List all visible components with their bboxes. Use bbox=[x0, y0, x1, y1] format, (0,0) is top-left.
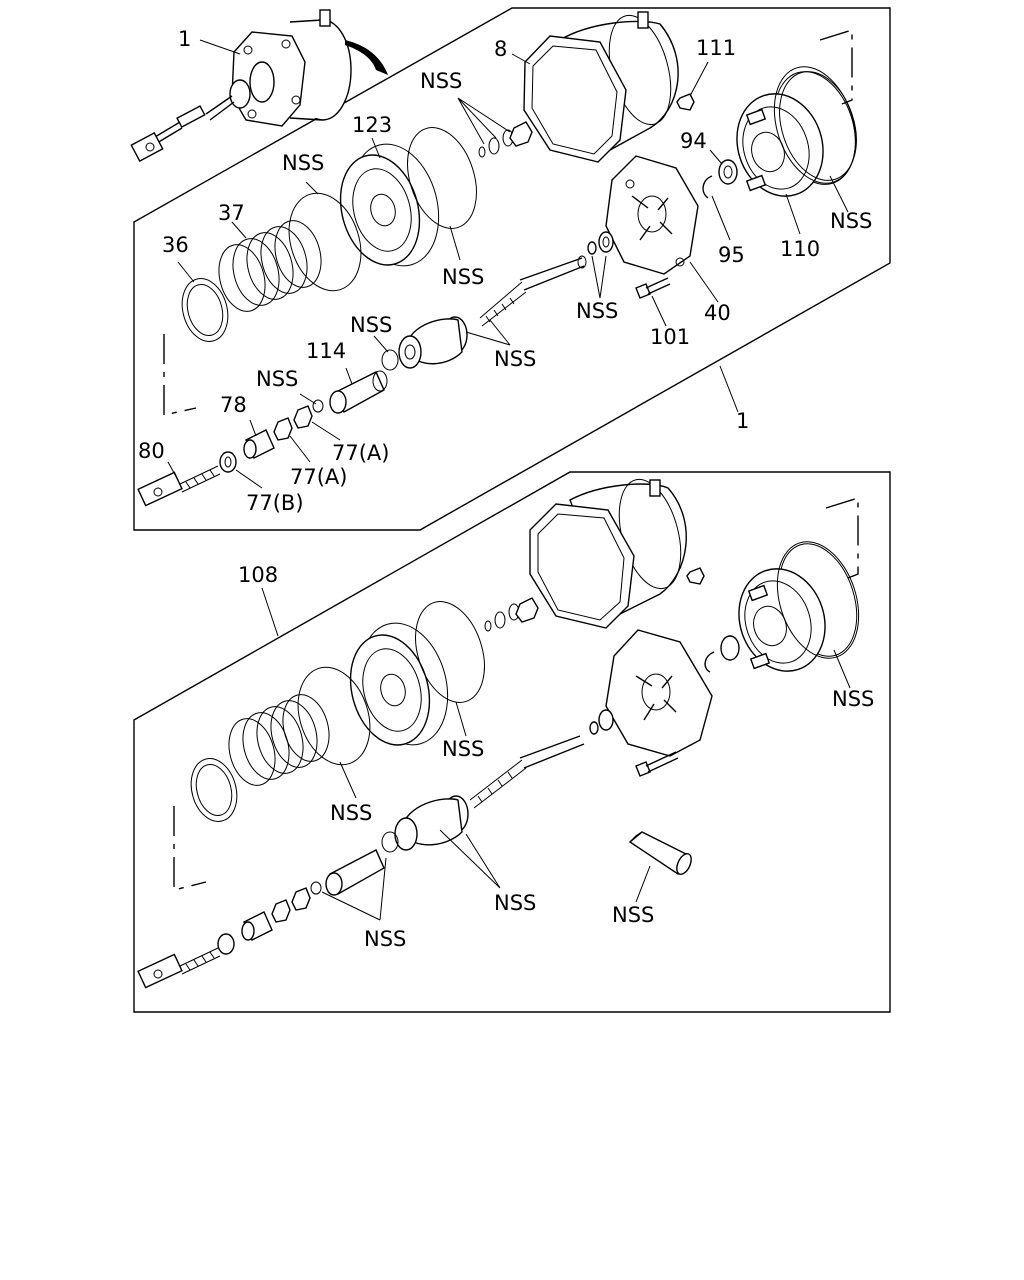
nss-small-seals-top bbox=[478, 121, 533, 158]
label-114: 114 bbox=[306, 339, 346, 363]
part-94-washer bbox=[718, 159, 738, 185]
label-108: 108 bbox=[238, 563, 278, 587]
label-nss-2: NSS bbox=[282, 151, 324, 175]
label-nss-3: NSS bbox=[830, 209, 872, 233]
nss-o-ring-top bbox=[381, 349, 399, 371]
label-101: 101 bbox=[650, 325, 690, 349]
sleeve-bottom bbox=[325, 849, 385, 896]
lower-panel-frame bbox=[133, 471, 891, 1013]
part-36-ring bbox=[181, 278, 229, 342]
label-nss-5: NSS bbox=[576, 299, 618, 323]
part-80-clevis bbox=[137, 465, 221, 507]
end-cover-bottom bbox=[738, 543, 858, 672]
part-8-shell bbox=[523, 11, 679, 163]
upper-assembly-panel: 1 8 111 NSS 123 94 NSS 37 NSS 36 110 95 … bbox=[130, 7, 891, 531]
upper-panel-frame bbox=[133, 7, 891, 531]
label-123: 123 bbox=[352, 113, 392, 137]
label-nss-12: NSS bbox=[494, 891, 536, 915]
label-8: 8 bbox=[494, 37, 507, 61]
bolt-bottom bbox=[635, 751, 679, 777]
plate-bottom bbox=[605, 629, 713, 757]
label-80: 80 bbox=[138, 439, 165, 463]
lower-assembly-panel: 108 NSS NSS NSS NSS NSS NSS bbox=[133, 471, 891, 1013]
label-nss-11: NSS bbox=[330, 801, 372, 825]
spring-bottom bbox=[228, 694, 330, 786]
label-77a-1: 77(A) bbox=[332, 441, 389, 465]
pushrod-bottom bbox=[469, 709, 614, 809]
ring-bottom bbox=[190, 758, 238, 822]
part-111-nut bbox=[676, 93, 695, 111]
guide-dashes-left-bottom bbox=[173, 806, 207, 891]
label-77a-2: 77(A) bbox=[290, 465, 347, 489]
label-nss-9: NSS bbox=[832, 687, 874, 711]
guide-dashes-left-top bbox=[163, 334, 197, 416]
piston-bottom bbox=[349, 622, 449, 746]
part-95-clip bbox=[702, 175, 713, 199]
nss-gasket-top bbox=[288, 192, 362, 292]
label-1-box: 1 bbox=[736, 409, 749, 433]
label-nss-8: NSS bbox=[256, 367, 298, 391]
assembled-booster bbox=[130, 9, 388, 162]
part-37-spring bbox=[218, 220, 322, 312]
label-78: 78 bbox=[220, 393, 247, 417]
guide-dashes-right-bottom bbox=[825, 497, 859, 579]
part-40-plate bbox=[605, 155, 699, 275]
label-nss-10: NSS bbox=[442, 737, 484, 761]
seal-ring-bottom bbox=[415, 601, 485, 703]
label-95: 95 bbox=[718, 243, 745, 267]
label-36: 36 bbox=[162, 233, 189, 257]
label-nss-7: NSS bbox=[494, 347, 536, 371]
pushrod-top bbox=[479, 231, 614, 327]
boot-top bbox=[398, 316, 468, 369]
part-78-coupler bbox=[243, 429, 275, 459]
label-40: 40 bbox=[704, 301, 731, 325]
label-nss-14: NSS bbox=[364, 927, 406, 951]
label-nss-1: NSS bbox=[420, 69, 462, 93]
label-nss-6: NSS bbox=[350, 313, 392, 337]
part-77a-nut-1 bbox=[293, 405, 313, 429]
nss-seal-ring-top bbox=[407, 127, 477, 229]
clevis-bottom bbox=[137, 947, 221, 989]
leader-lines-top bbox=[167, 39, 849, 489]
label-1-top: 1 bbox=[178, 27, 191, 51]
grease-tube bbox=[628, 831, 692, 875]
part-77a-nut-2 bbox=[273, 417, 293, 441]
label-37: 37 bbox=[218, 201, 245, 225]
guide-dashes-right-top bbox=[819, 29, 853, 105]
part-77b-nut bbox=[219, 451, 237, 473]
shell-bottom bbox=[529, 478, 687, 629]
label-110: 110 bbox=[780, 237, 820, 261]
gasket-bottom bbox=[297, 666, 371, 766]
label-77b: 77(B) bbox=[246, 491, 304, 515]
boot-bottom bbox=[394, 795, 469, 851]
part-101-bolt bbox=[635, 277, 671, 299]
label-94: 94 bbox=[680, 129, 707, 153]
label-nss-13: NSS bbox=[612, 903, 654, 927]
part-123-piston bbox=[339, 143, 440, 267]
label-nss-4: NSS bbox=[442, 265, 484, 289]
part-114-sleeve bbox=[329, 370, 388, 414]
part-110-end-cover bbox=[736, 71, 857, 197]
small-seals-bottom bbox=[484, 597, 539, 632]
label-111: 111 bbox=[696, 36, 736, 60]
leader-lines-bottom bbox=[261, 587, 851, 921]
